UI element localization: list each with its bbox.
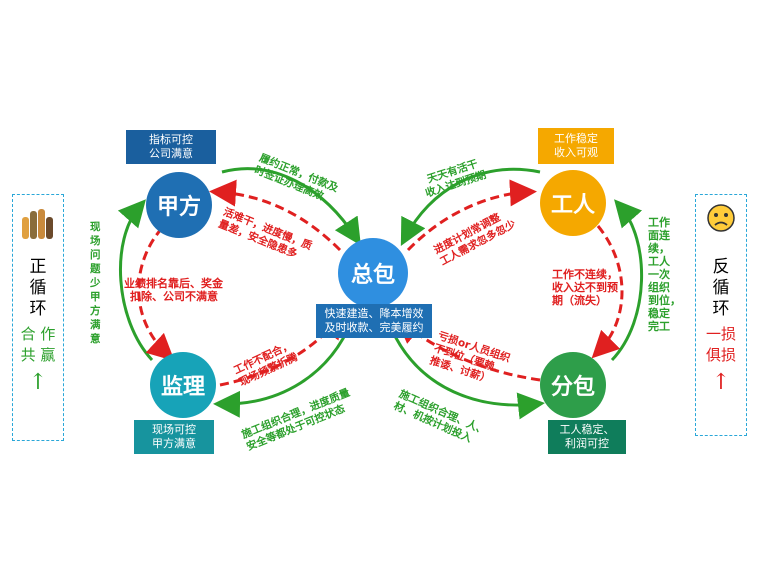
fenbao-box: 工人稳定、 利润可控 xyxy=(548,420,626,454)
teamwork-hands-icon xyxy=(22,209,53,239)
label-green-right-vertical-6: 组织 xyxy=(648,281,670,294)
jianli-box-line1: 现场可控 xyxy=(152,423,196,436)
label-red-left-middle: 业绩排名靠后、奖金 扣除、公司不满意 xyxy=(124,277,223,303)
right-panel-text-1: 反 xyxy=(712,257,730,277)
label-red-right-middle: 工作不连续， 收入达不到预 期（流失） xyxy=(552,268,618,307)
label-green-right-vertical-8: 稳定 xyxy=(648,307,670,320)
fenbao-node: 分包 xyxy=(540,352,606,418)
label-green-right-vertical-9: 完工 xyxy=(648,320,670,333)
label-green-left-vertical-text: 现场问题少甲方满意 xyxy=(90,221,101,345)
jianli-box: 现场可控 甲方满意 xyxy=(134,420,214,454)
right-panel-text-5: 俱损 xyxy=(705,346,736,364)
gongren-box-line2: 收入可观 xyxy=(554,146,598,159)
left-panel-text-4: 合 作 xyxy=(20,325,56,343)
center-box: 快速建造、降本增效 及时收款、完美履约 xyxy=(316,304,432,338)
right-panel-text-4: 一损 xyxy=(705,325,736,343)
left-panel-text-5: 共 赢 xyxy=(20,346,56,364)
jiafang-box-line2: 公司满意 xyxy=(149,147,193,160)
label-green-right-vertical-1: 工作 xyxy=(648,216,670,229)
label-red-left-middle-2: 扣除、公司不满意 xyxy=(130,290,218,303)
center-box-line1: 快速建造、降本增效 xyxy=(324,307,424,320)
label-red-right-middle-3: 期（流失） xyxy=(552,294,607,307)
label-red-right-middle-1: 工作不连续， xyxy=(552,268,618,281)
right-panel-text-2: 循 xyxy=(712,278,730,298)
fenbao-box-line2: 利润可控 xyxy=(565,437,609,450)
jianli-box-line2: 甲方满意 xyxy=(152,437,196,450)
left-panel-text-2: 循 xyxy=(29,278,47,298)
gongren-node: 工人 xyxy=(540,170,606,236)
jianli-label: 监理 xyxy=(160,374,205,400)
green-arc-center-to-fenbao xyxy=(390,329,545,420)
center-node: 总包 xyxy=(338,238,408,308)
center-label: 总包 xyxy=(350,262,395,288)
green-arc-jiafang-to-center xyxy=(221,167,361,246)
label-red-left-middle-1: 业绩排名靠后、奖金 xyxy=(124,277,223,290)
green-arc-fenbao-to-gongren xyxy=(610,199,643,362)
label-green-left-vertical: 现场问题少甲方满意 xyxy=(90,220,104,346)
jianli-node: 监理 xyxy=(150,352,216,418)
left-panel: 正 循 环 合 作 共 赢 ↑ xyxy=(12,194,64,441)
center-box-line2: 及时收款、完美履约 xyxy=(324,321,424,334)
red-arc-fenbao-to-center xyxy=(395,316,541,382)
red-arc-jianli-to-center xyxy=(219,310,344,387)
gongren-box-line1: 工作稳定 xyxy=(554,132,598,145)
red-arc-jiafang-to-jianli xyxy=(137,227,175,362)
red-arc-center-to-gongren xyxy=(406,179,537,252)
left-panel-text-1: 正 xyxy=(29,257,47,277)
green-arc-gongren-to-center xyxy=(400,167,541,246)
left-panel-up-arrow: ↑ xyxy=(28,370,48,395)
label-green-right-vertical-4: 工人 xyxy=(648,255,670,268)
right-panel-text-3: 环 xyxy=(712,299,730,319)
jiafang-node: 甲方 xyxy=(146,172,212,238)
left-panel-text-3: 环 xyxy=(29,299,47,319)
fenbao-label: 分包 xyxy=(550,374,595,400)
gongren-label: 工人 xyxy=(550,192,595,218)
jiafang-box-line1: 指标可控 xyxy=(149,133,193,146)
right-panel: 反 循 环 一损 俱损 ↑ xyxy=(695,194,747,436)
label-green-right-vertical-2: 面连 xyxy=(648,229,670,242)
label-green-right-vertical-7: 到位， xyxy=(648,294,681,307)
jiafang-label: 甲方 xyxy=(156,194,201,220)
red-arc-gongren-to-fenbao xyxy=(591,225,624,359)
label-green-right-vertical-5: 一次 xyxy=(648,268,670,281)
jiafang-box: 指标可控 公司满意 xyxy=(126,130,216,164)
label-green-right-vertical-3: 续， xyxy=(648,242,670,255)
right-panel-up-arrow: ↑ xyxy=(711,370,731,395)
red-arc-center-to-jiafang xyxy=(209,179,342,252)
gongren-box: 工作稳定 收入可观 xyxy=(538,128,614,164)
label-green-right-vertical: 工作 面连 续， 工人 一次 组织 到位， 稳定 完工 xyxy=(648,216,681,333)
green-arc-jianli-to-jiafang xyxy=(117,199,154,362)
worried-face-icon xyxy=(707,204,735,232)
label-red-right-middle-2: 收入达不到预 xyxy=(552,281,618,294)
fenbao-box-line1: 工人稳定、 xyxy=(559,423,615,436)
